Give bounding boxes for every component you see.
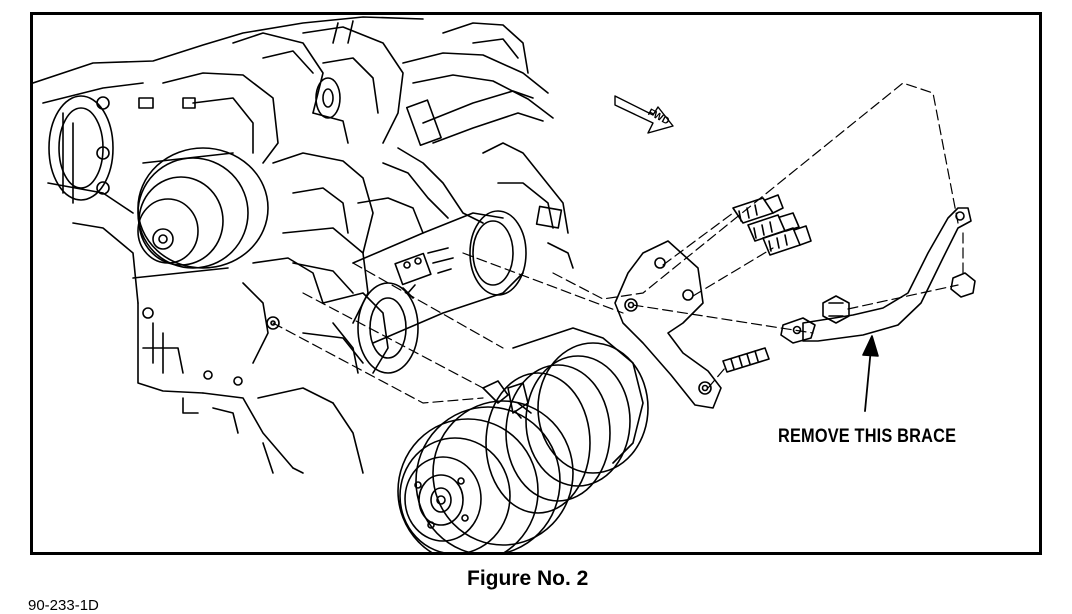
engine-block (33, 16, 574, 474)
water-pump-pulley (48, 95, 269, 279)
figure-caption: Figure No. 2 (467, 567, 589, 590)
assembly-guide-lines (272, 82, 964, 404)
ac-compressor (397, 327, 649, 552)
mounting-bolts (732, 194, 812, 256)
brace-nuts (822, 272, 976, 324)
mounting-stud (722, 347, 770, 373)
forward-direction-arrow (614, 95, 674, 134)
starter-motor (322, 210, 527, 374)
compressor-brace (780, 207, 972, 344)
figure-reference-code: 90-233-1D (28, 597, 99, 614)
remove-brace-callout: REMOVE THIS BRACE (778, 426, 957, 447)
exploded-view-drawing (33, 16, 976, 552)
compressor-mounting-bracket (614, 240, 722, 409)
diagram-frame: FWD REMOVE THIS BRACE (30, 12, 1042, 555)
callout-arrow (862, 335, 879, 412)
